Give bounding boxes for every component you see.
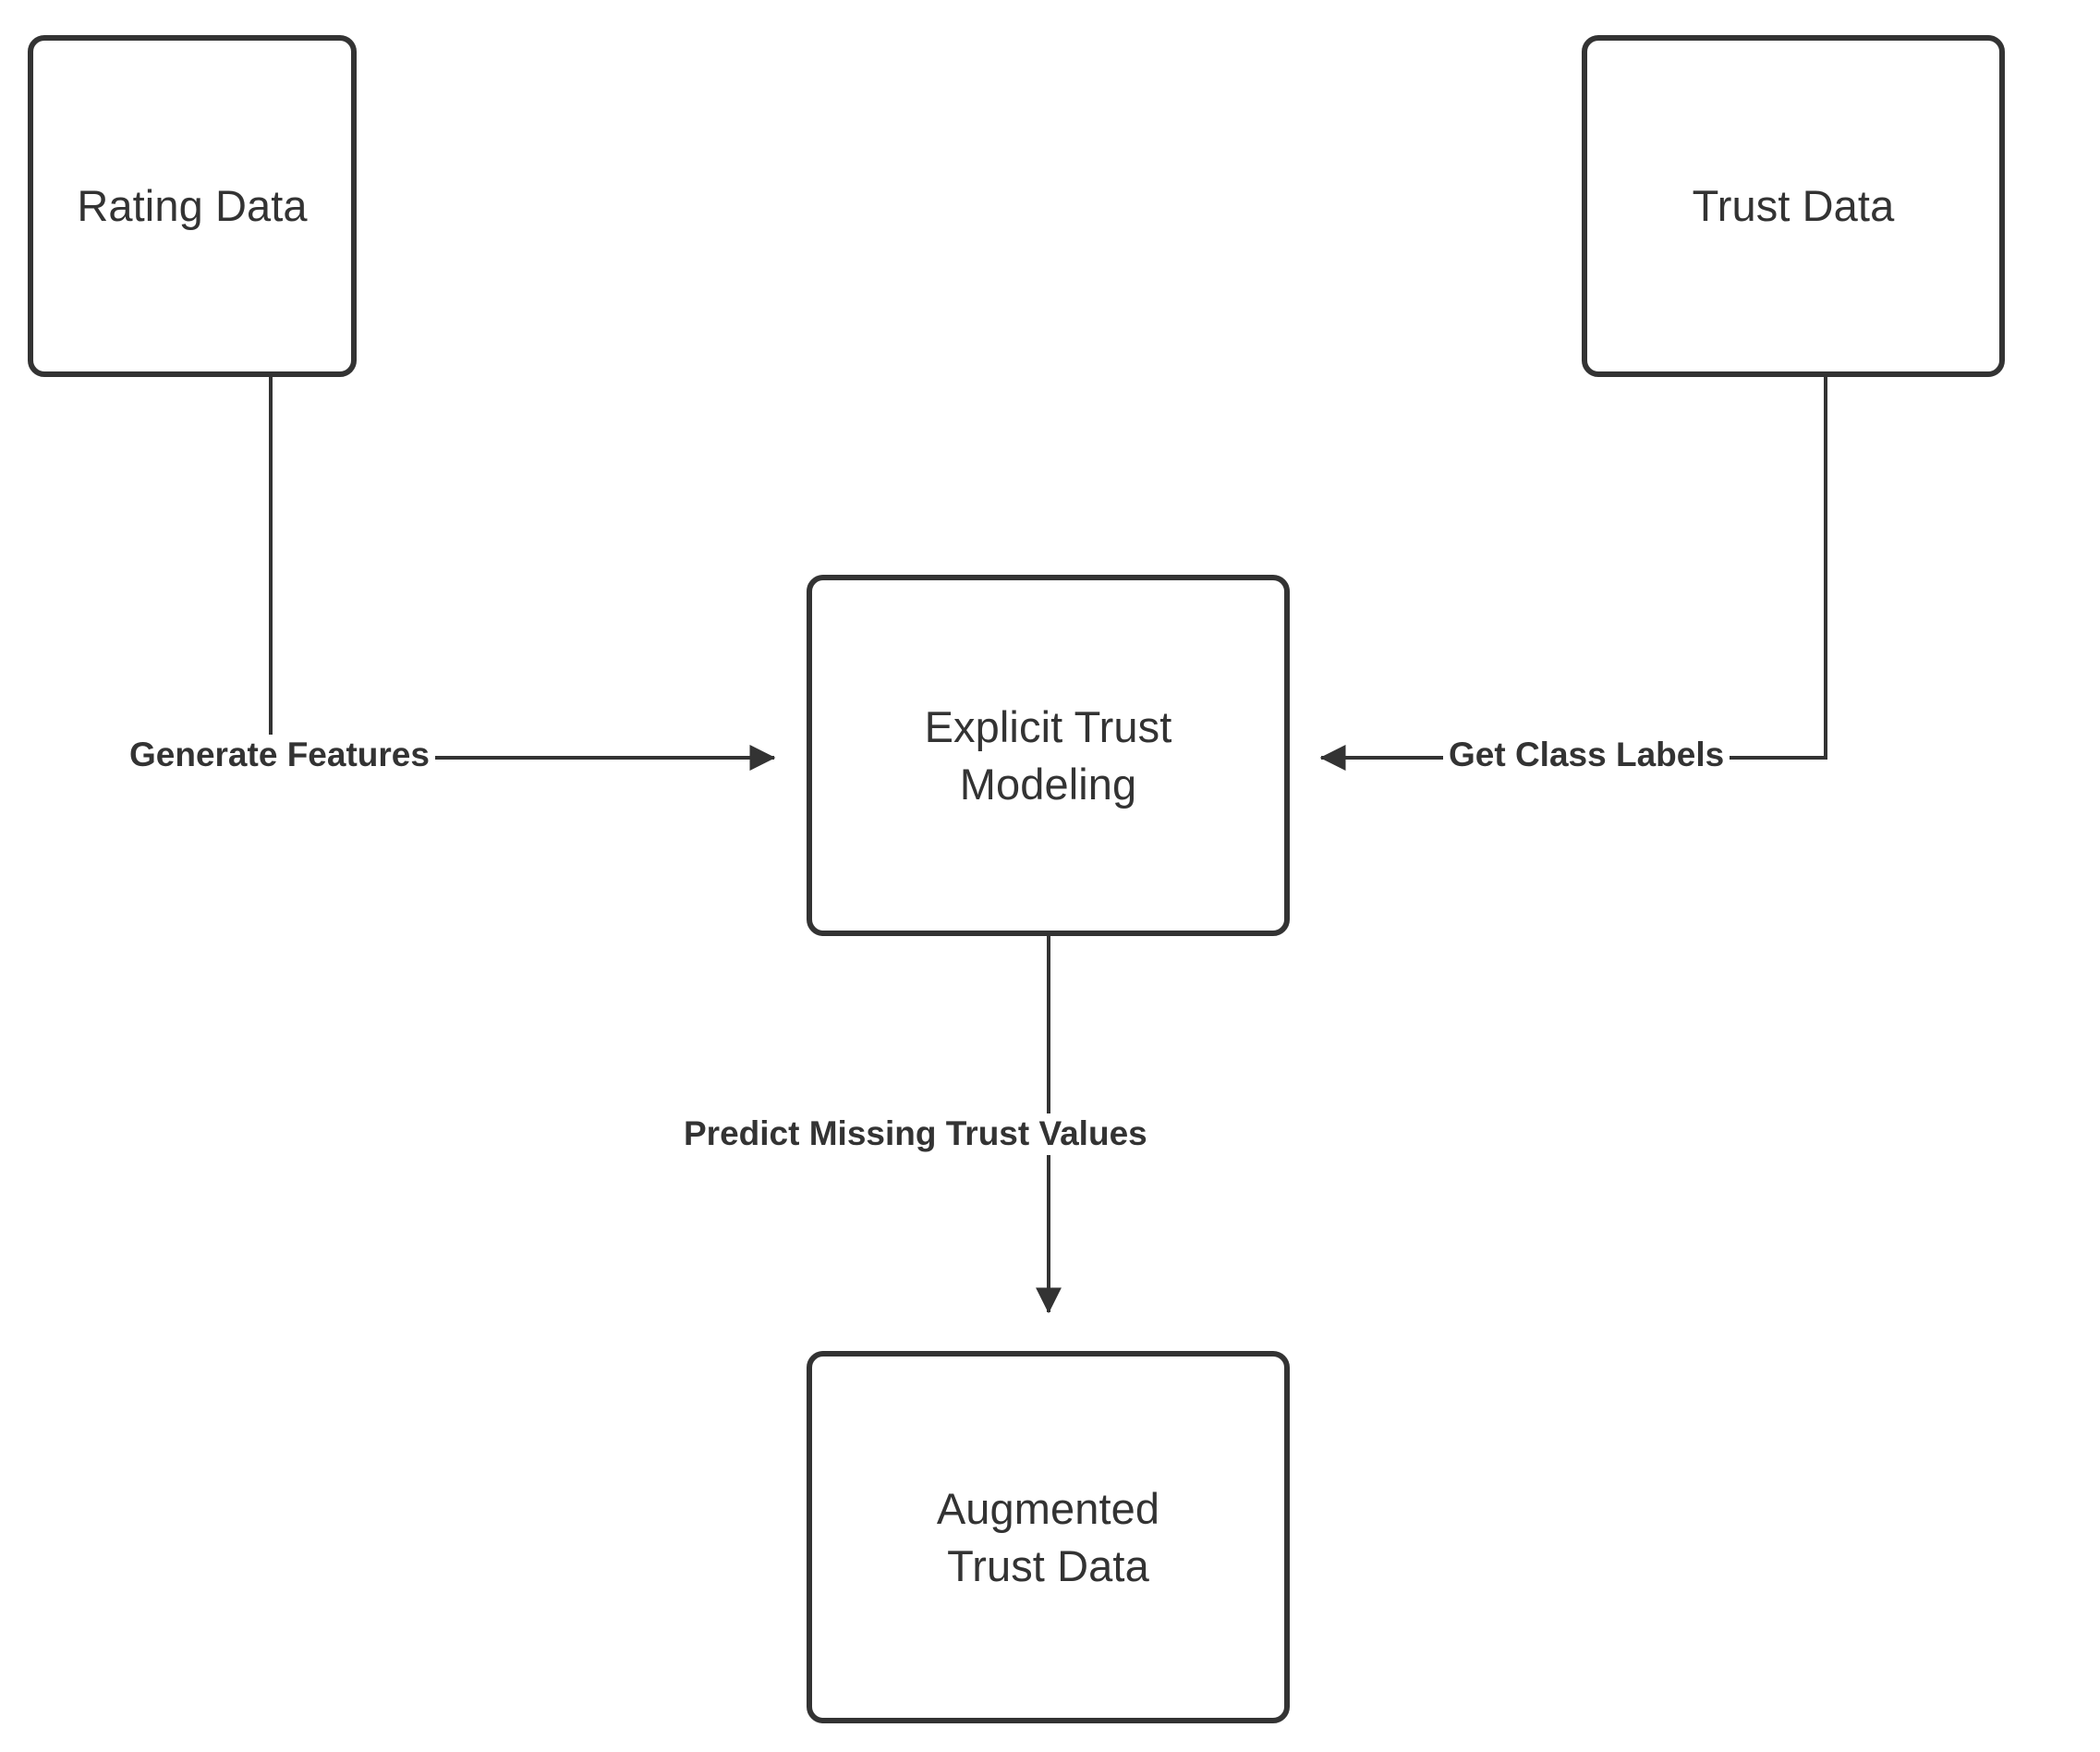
- node-augmented-trust-data[interactable]: Augmented Trust Data: [807, 1351, 1290, 1723]
- edge-label-get-class-labels: Get Class Labels: [1443, 735, 1730, 776]
- edge-label-predict-missing-trust-values: Predict Missing Trust Values: [678, 1113, 1153, 1155]
- node-explicit-trust-modeling[interactable]: Explicit Trust Modeling: [807, 575, 1290, 936]
- edge-trust-to-model: [1319, 377, 1827, 771]
- edge-path-trust-to-model: [1319, 377, 1827, 771]
- node-rating-data-label: Rating Data: [77, 181, 308, 231]
- node-explicit-trust-modeling-label: Explicit Trust Modeling: [924, 702, 1172, 809]
- edge-path-rating-to-model: [269, 377, 776, 771]
- node-augmented-trust-data-label: Augmented Trust Data: [936, 1484, 1160, 1590]
- node-trust-data[interactable]: Trust Data: [1582, 35, 2005, 377]
- edge-label-generate-features: Generate Features: [124, 735, 435, 776]
- node-rating-data[interactable]: Rating Data: [28, 35, 357, 377]
- node-trust-data-label: Trust Data: [1692, 181, 1895, 231]
- edge-rating-to-model: [269, 377, 776, 771]
